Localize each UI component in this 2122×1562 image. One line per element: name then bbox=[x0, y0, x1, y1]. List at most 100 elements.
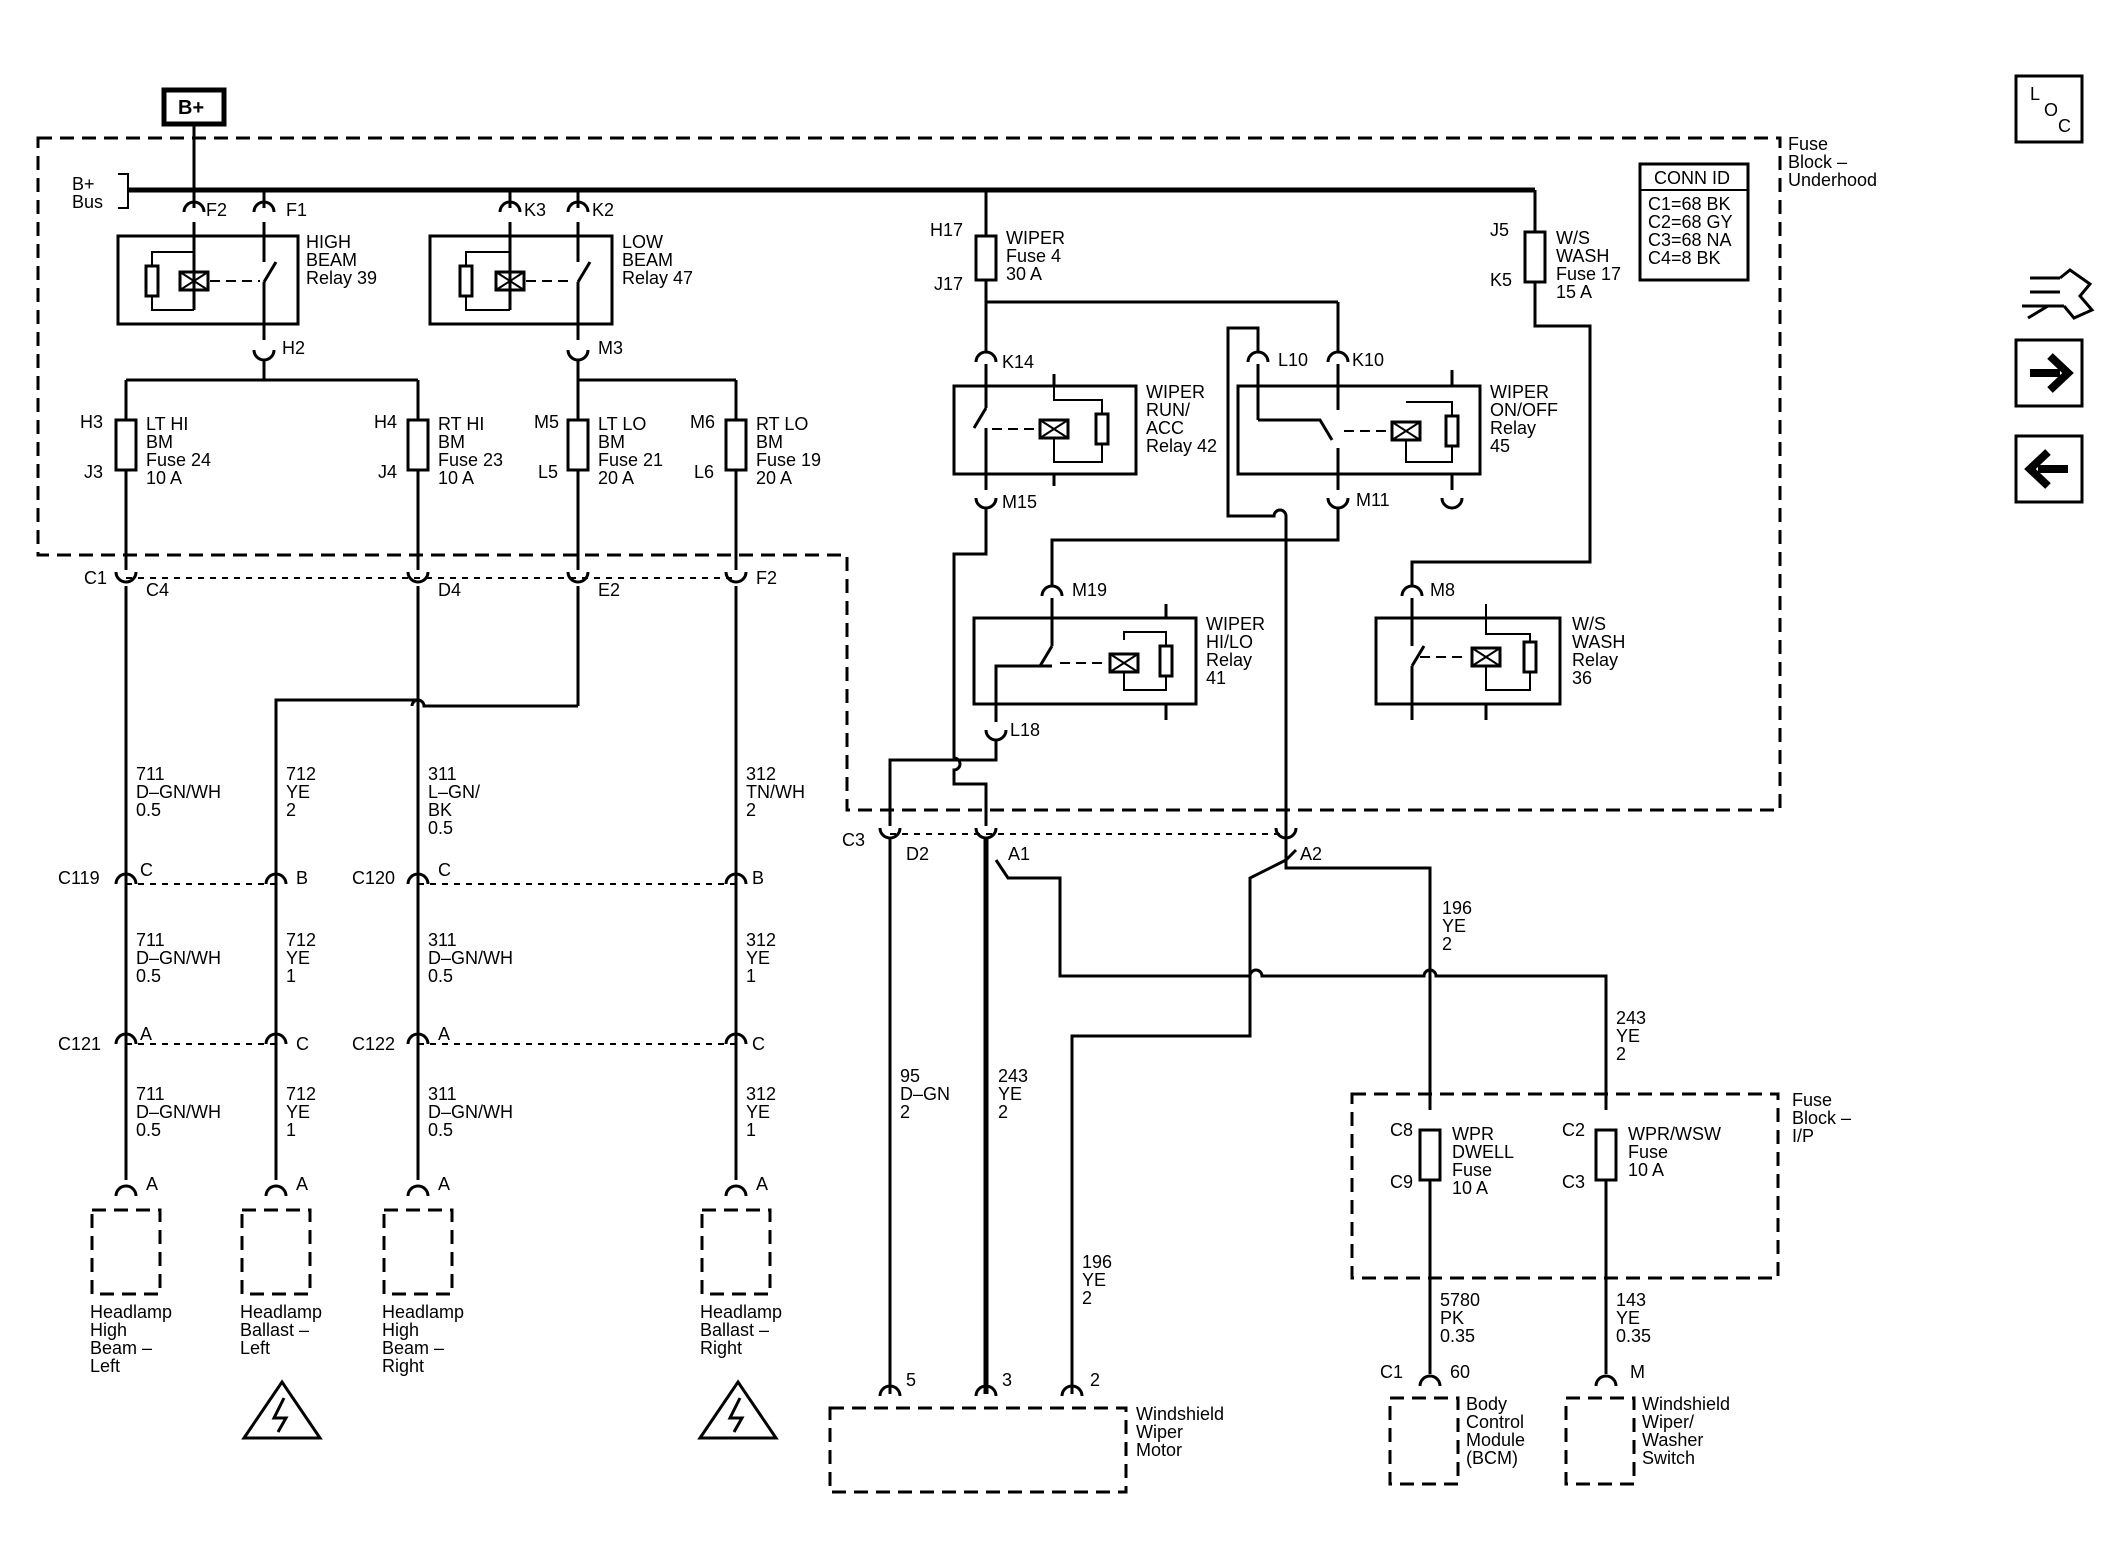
pin-motor-3: 3 bbox=[1002, 1370, 1012, 1390]
svg-text:15 A: 15 A bbox=[1556, 282, 1592, 302]
svg-text:PK: PK bbox=[1440, 1308, 1464, 1328]
svg-text:RT LO: RT LO bbox=[756, 414, 808, 434]
svg-text:C2=68 GY: C2=68 GY bbox=[1648, 212, 1733, 232]
svg-text:311: 311 bbox=[428, 1084, 457, 1104]
svg-text:0.5: 0.5 bbox=[136, 800, 161, 820]
pin-c120-C: C bbox=[438, 860, 451, 880]
arrow-right-icon bbox=[2030, 353, 2074, 393]
svg-text:W/S: W/S bbox=[1572, 614, 1606, 634]
pin-c120-B: B bbox=[752, 868, 764, 888]
svg-text:D–GN: D–GN bbox=[900, 1084, 950, 1104]
fuse-block-underhood-label: Fuse Block – Underhood bbox=[1788, 134, 1877, 190]
svg-text:20 A: 20 A bbox=[598, 468, 634, 488]
pin-C1: C1 bbox=[84, 568, 107, 588]
svg-text:D–GN/WH: D–GN/WH bbox=[428, 1102, 513, 1122]
svg-text:WIPER: WIPER bbox=[1206, 614, 1265, 634]
pin-M15: M15 bbox=[1002, 492, 1037, 512]
wire-label-311b: 311 D–GN/WH 0.5 bbox=[428, 930, 513, 986]
svg-text:YE: YE bbox=[1082, 1270, 1106, 1290]
svg-text:711: 711 bbox=[136, 930, 165, 950]
svg-text:2: 2 bbox=[1616, 1044, 1626, 1064]
wire-label-712a: 712 YE 2 bbox=[286, 764, 316, 820]
headlamp-ballast-left bbox=[240, 1208, 312, 1296]
svg-text:10 A: 10 A bbox=[438, 468, 474, 488]
low-beam-relay-label: LOW BEAM Relay 47 bbox=[622, 232, 693, 288]
wire-label-95: 95 D–GN 2 bbox=[900, 1066, 950, 1122]
svg-text:2: 2 bbox=[286, 800, 296, 820]
headlamp-high-beam-right-label: Headlamp High Beam – Right bbox=[382, 1302, 464, 1376]
wiper-run-acc-relay bbox=[952, 350, 1138, 510]
location-button[interactable]: L O C bbox=[2014, 74, 2084, 144]
svg-text:Fuse 19: Fuse 19 bbox=[756, 450, 821, 470]
svg-text:ON/OFF: ON/OFF bbox=[1490, 400, 1558, 420]
previous-page-button[interactable] bbox=[2014, 434, 2084, 504]
svg-text:312: 312 bbox=[746, 930, 776, 950]
pin-c122-A: A bbox=[438, 1024, 450, 1044]
pin-c121-A: A bbox=[140, 1024, 152, 1044]
high-beam-relay-label: HIGH BEAM Relay 39 bbox=[306, 232, 377, 288]
pin-H4: H4 bbox=[374, 412, 397, 432]
svg-text:Relay 39: Relay 39 bbox=[306, 268, 377, 288]
windshield-wiper-motor bbox=[828, 1406, 1128, 1494]
pin-hl3-A: A bbox=[438, 1174, 450, 1194]
svg-text:Beam –: Beam – bbox=[382, 1338, 444, 1358]
wire-label-143: 143 YE 0.35 bbox=[1616, 1290, 1651, 1346]
fuse-wiper bbox=[974, 234, 998, 282]
svg-text:Module: Module bbox=[1466, 1430, 1525, 1450]
svg-text:YE: YE bbox=[286, 1102, 310, 1122]
svg-text:BM: BM bbox=[146, 432, 173, 452]
connector-end-view-icon[interactable] bbox=[2022, 268, 2095, 320]
fuse-rt-hi-bm bbox=[406, 380, 430, 570]
pin-L10: L10 bbox=[1278, 350, 1308, 370]
next-page-button[interactable] bbox=[2014, 338, 2084, 408]
svg-text:30 A: 30 A bbox=[1006, 264, 1042, 284]
svg-text:20 A: 20 A bbox=[756, 468, 792, 488]
svg-text:Left: Left bbox=[240, 1338, 270, 1358]
svg-text:Switch: Switch bbox=[1642, 1448, 1695, 1468]
wiper-hi-lo-relay bbox=[972, 584, 1198, 742]
pin-c119-C: C bbox=[140, 860, 153, 880]
pin-M19: M19 bbox=[1072, 580, 1107, 600]
fuse-wpr-dwell bbox=[1418, 1128, 1442, 1182]
pin-K2: K2 bbox=[592, 200, 614, 220]
fuse-ws-wash bbox=[1523, 230, 1547, 284]
wire-label-312c: 312 YE 1 bbox=[746, 1084, 776, 1140]
conn-id-table: CONN ID C1=68 BK C2=68 GY C3=68 NA C4=8 … bbox=[1638, 162, 1750, 282]
svg-text:196: 196 bbox=[1442, 898, 1472, 918]
svg-text:Fuse: Fuse bbox=[1792, 1090, 1832, 1110]
svg-text:LT HI: LT HI bbox=[146, 414, 188, 434]
fuse-rt-hi-label: RT HI BM Fuse 23 10 A bbox=[438, 414, 503, 488]
location-icon-l: L bbox=[2030, 84, 2040, 104]
svg-text:Wiper/: Wiper/ bbox=[1642, 1412, 1694, 1432]
svg-text:10 A: 10 A bbox=[1452, 1178, 1488, 1198]
svg-text:Beam –: Beam – bbox=[90, 1338, 152, 1358]
fuse-lt-lo-bm bbox=[566, 380, 590, 570]
pin-hl2-A: A bbox=[296, 1174, 308, 1194]
pin-H3: H3 bbox=[80, 412, 103, 432]
svg-text:2: 2 bbox=[1442, 934, 1452, 954]
svg-text:45: 45 bbox=[1490, 436, 1510, 456]
pin-K10: K10 bbox=[1352, 350, 1384, 370]
pin-C9: C9 bbox=[1390, 1172, 1413, 1192]
svg-text:W/S: W/S bbox=[1556, 228, 1590, 248]
svg-text:YE: YE bbox=[1616, 1026, 1640, 1046]
headlamp-high-beam-left bbox=[90, 1208, 162, 1296]
svg-text:YE: YE bbox=[1442, 916, 1466, 936]
svg-text:LT LO: LT LO bbox=[598, 414, 646, 434]
svg-text:311: 311 bbox=[428, 764, 457, 784]
svg-text:WPR/WSW: WPR/WSW bbox=[1628, 1124, 1721, 1144]
svg-text:Fuse 21: Fuse 21 bbox=[598, 450, 663, 470]
fuse-lt-hi-label: LT HI BM Fuse 24 10 A bbox=[146, 414, 211, 488]
svg-text:5780: 5780 bbox=[1440, 1290, 1480, 1310]
svg-text:711: 711 bbox=[136, 1084, 165, 1104]
wire-label-243b: 243 YE 2 bbox=[1616, 1008, 1646, 1064]
pin-hl1-A: A bbox=[146, 1174, 158, 1194]
svg-text:711: 711 bbox=[136, 764, 165, 784]
svg-text:312: 312 bbox=[746, 764, 776, 784]
svg-text:2: 2 bbox=[900, 1102, 910, 1122]
svg-text:41: 41 bbox=[1206, 668, 1226, 688]
svg-text:D–GN/WH: D–GN/WH bbox=[428, 948, 513, 968]
svg-text:YE: YE bbox=[1616, 1308, 1640, 1328]
fuse-lt-hi-bm bbox=[114, 380, 138, 570]
